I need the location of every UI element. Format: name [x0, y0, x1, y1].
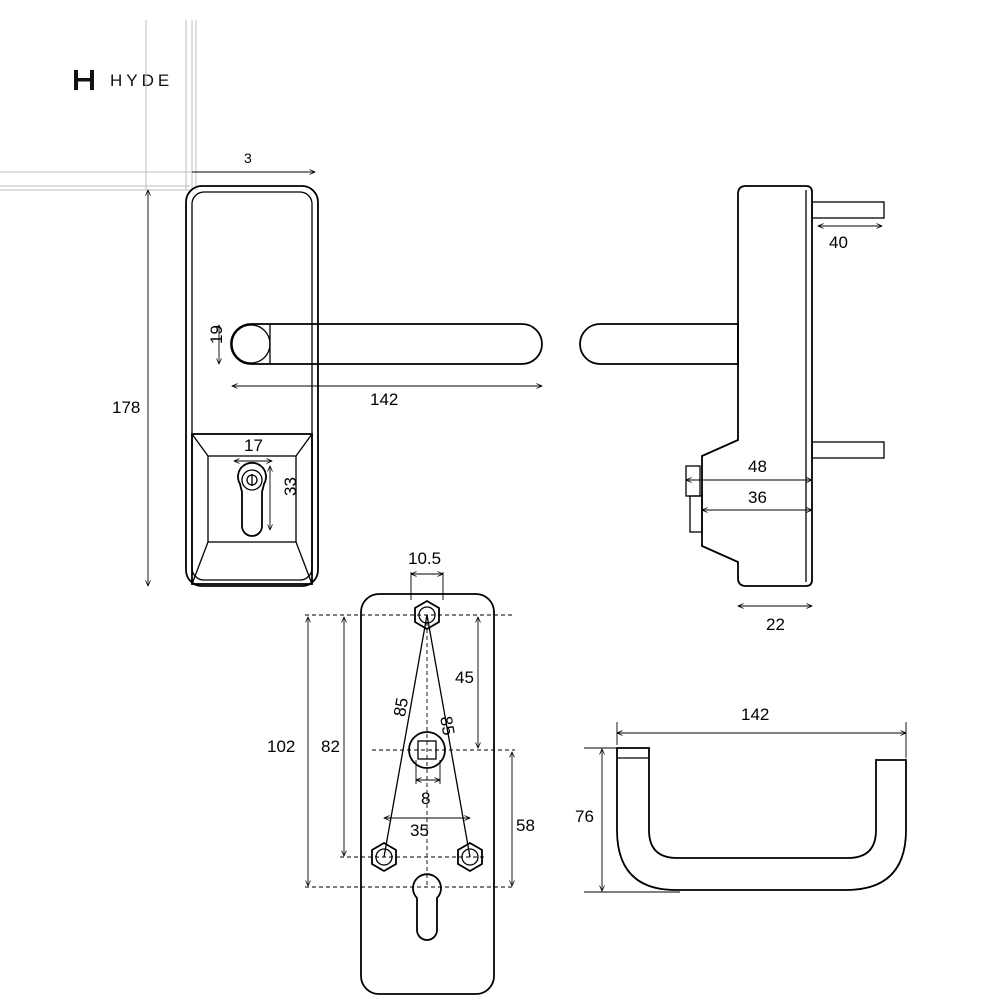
key-cylinder-icon: [237, 461, 267, 537]
front-view: 178 19 142 17 33: [112, 185, 543, 587]
backplate-outline: [360, 593, 495, 995]
handle-view: 142 76: [575, 705, 907, 893]
brand-name: HYDE: [110, 71, 173, 90]
side-body: [701, 185, 813, 587]
hyde-logo-mark-icon: [74, 70, 94, 90]
construction-lines: [0, 20, 315, 191]
brand-logo: HYDE: [74, 70, 173, 90]
side-lever: [579, 323, 739, 365]
screw-span-label: 35: [410, 821, 429, 840]
height-58-label: 58: [516, 816, 535, 835]
height-102-label: 102: [267, 737, 295, 756]
handle-projection-label: 76: [575, 807, 594, 826]
cylinder-width-label: 17: [244, 436, 263, 455]
lever-length-label: 142: [370, 390, 398, 409]
spindle-square: [417, 740, 437, 760]
side-cylinder-cap: [685, 465, 701, 497]
spindle-length-label: 40: [829, 233, 848, 252]
diag-right-label: 85: [436, 715, 458, 737]
spindle-hole: [408, 731, 446, 769]
keyhole-icon: [412, 873, 442, 941]
handle-shape: [616, 747, 907, 891]
diag-left-label: 85: [390, 696, 412, 718]
depth-22-label: 22: [766, 615, 785, 634]
cylinder-escutcheon: [191, 433, 313, 585]
side-spindle-bottom: [811, 441, 885, 459]
right-screw-icon: [457, 841, 483, 873]
backplate-view: 10.5 45 85 85 102 82 8 35 58: [267, 549, 535, 995]
handle-length-label: 142: [741, 705, 769, 724]
depth-36-label: 36: [748, 488, 767, 507]
top-mark-label: 3: [244, 150, 252, 166]
lever-rose: [231, 324, 271, 364]
spindle-square-label: 8: [421, 789, 430, 808]
left-screw-icon: [371, 841, 397, 873]
spacing-45-label: 45: [455, 668, 474, 687]
side-cylinder-body: [689, 495, 703, 533]
lever-thickness-label: 19: [207, 325, 226, 344]
side-spindle-top: [811, 201, 885, 219]
top-screw-icon: [414, 599, 440, 631]
cylinder-inner-frame: [207, 455, 297, 543]
side-view: 40 48 36 22: [579, 185, 885, 634]
height-82-label: 82: [321, 737, 340, 756]
front-height-label: 178: [112, 398, 140, 417]
lever-handle: [230, 323, 543, 365]
depth-48-label: 48: [748, 457, 767, 476]
screw-head-label: 10.5: [408, 549, 441, 568]
cylinder-height-label: 33: [281, 477, 300, 496]
